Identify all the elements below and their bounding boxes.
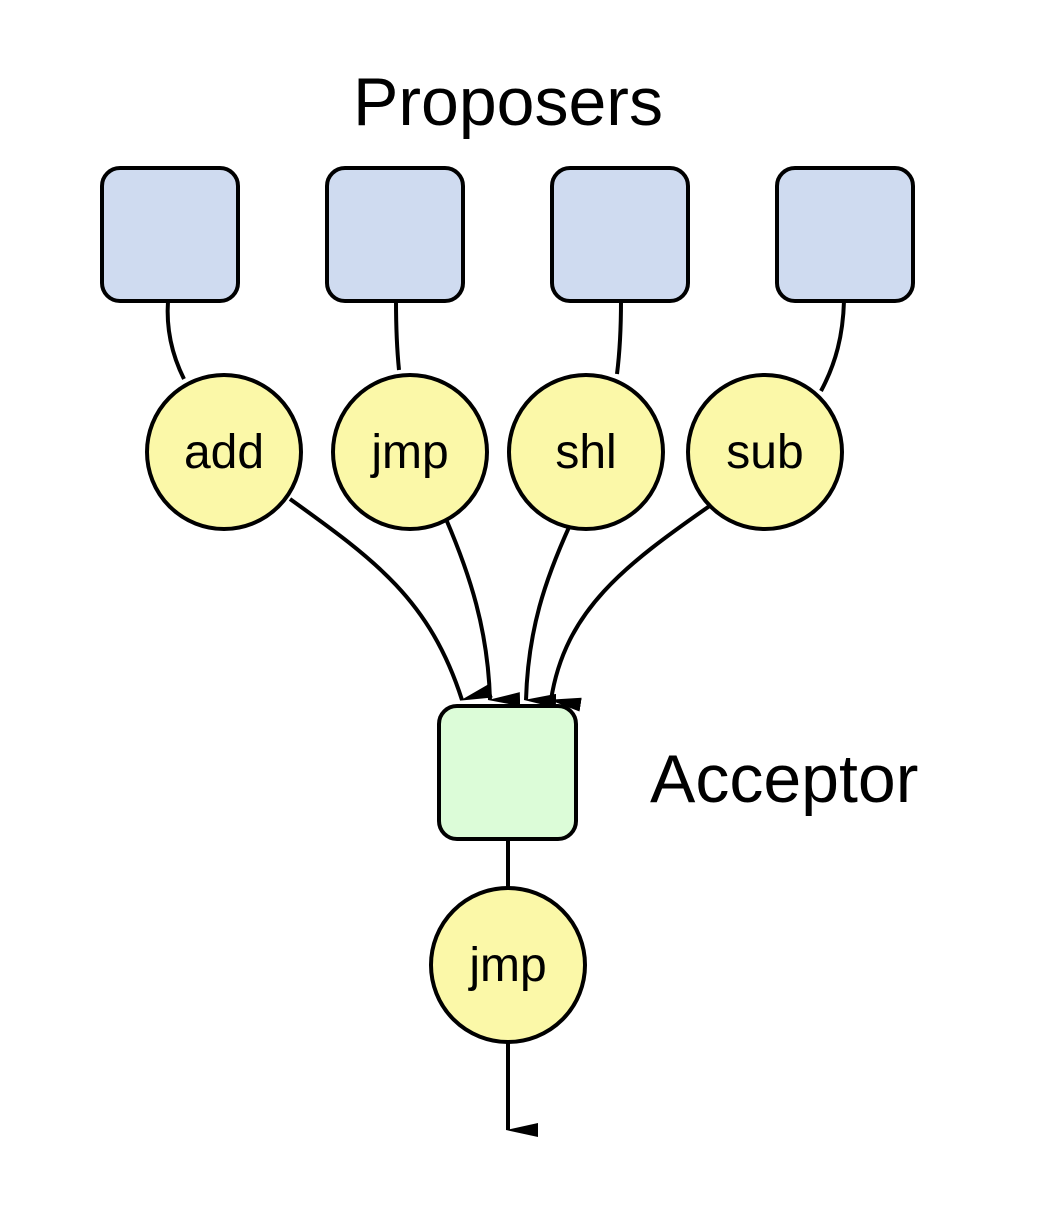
proposer-box-4 (775, 166, 915, 303)
proposer-connector-3 (615, 300, 623, 375)
output-token: jmp (429, 886, 587, 1044)
arrow-sub-to-acceptor (549, 503, 713, 712)
arrow-add-to-acceptor (288, 497, 493, 701)
token-label: shl (555, 426, 616, 479)
token-add: add (145, 373, 303, 531)
token-label: sub (726, 426, 803, 479)
proposer-box-1 (100, 166, 240, 303)
token-circle (145, 373, 303, 531)
token-circle (507, 373, 665, 531)
token-jmp: jmp (331, 373, 489, 531)
proposer-connector-4 (819, 300, 846, 392)
proposer-connector-1 (165, 300, 186, 380)
token-sub: sub (686, 373, 844, 531)
token-shl: shl (507, 373, 665, 531)
token-circle (331, 373, 489, 531)
output-token-label: jmp (467, 939, 546, 992)
proposers-label: Proposers (353, 64, 663, 140)
token-label: jmp (369, 426, 448, 479)
arrow-shl-to-acceptor (524, 524, 572, 708)
acceptor-label: Acceptor (650, 741, 918, 817)
token-label: add (184, 426, 264, 479)
proposer-connector-2 (394, 300, 401, 371)
proposer-box-3 (550, 166, 690, 303)
token-circle (686, 373, 844, 531)
proposer-box-2 (325, 166, 465, 303)
arrow-jmp-to-acceptor (444, 518, 521, 707)
acceptor-box (437, 704, 578, 841)
